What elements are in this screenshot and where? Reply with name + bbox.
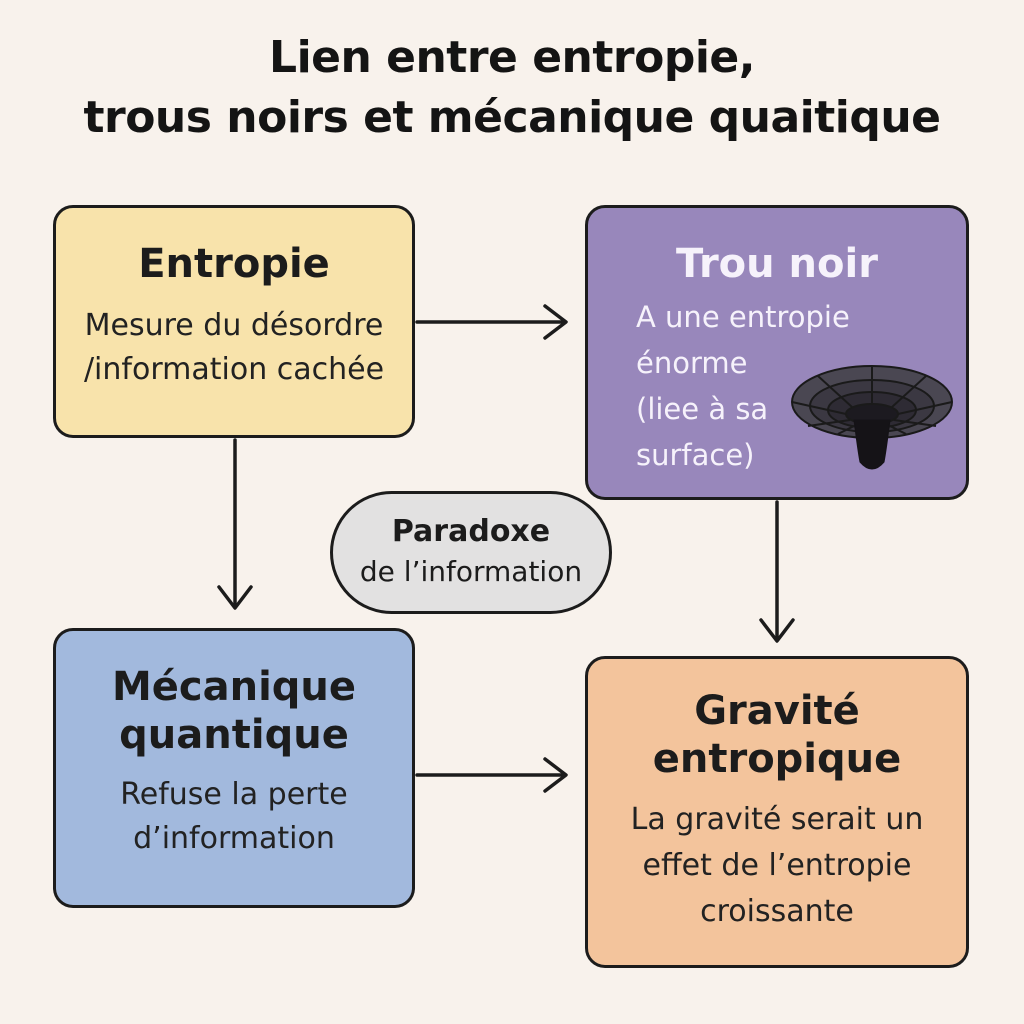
node-trou-noir-desc-line-4: surface) [636, 438, 755, 472]
arrow-trou-noir-to-gravite [759, 500, 795, 643]
node-mecanique-quantique: Mécanique quantique Refuse la perte d’in… [53, 628, 415, 908]
node-paradoxe-heading: Paradoxe [391, 514, 551, 549]
node-paradoxe-desc: de l’information [359, 555, 583, 588]
node-mecanique-heading-line-2: quantique [119, 712, 349, 758]
node-entropie-desc-line-1: Mesure du désordre [84, 308, 384, 343]
node-mecanique-heading-line-1: Mécanique [111, 664, 357, 710]
node-gravite-heading-line-2: entropique [652, 736, 902, 782]
node-entropie: Entropie Mesure du désordre /information… [53, 205, 415, 438]
node-gravite-desc-line-3: croissante [700, 894, 854, 929]
node-paradoxe: Paradoxe de l’information [330, 491, 612, 614]
node-trou-noir-heading: Trou noir [676, 241, 878, 287]
node-mecanique-desc: Refuse la perte d’information [56, 773, 412, 861]
arrow-entropie-to-trou-noir [415, 304, 568, 340]
node-trou-noir-desc-line-3: (liee à sa [636, 392, 769, 426]
node-entropie-heading: Entropie [138, 241, 330, 287]
node-mecanique-desc-line-1: Refuse la perte [120, 777, 348, 812]
node-mecanique-desc-line-2: d’information [133, 821, 335, 856]
node-entropie-desc-line-2: /information cachée [83, 352, 385, 387]
title-line-2: trous noirs et mécanique quaitique [83, 92, 941, 143]
arrow-mecanique-to-gravite [415, 757, 568, 793]
node-gravite-entropique: Gravité entropique La gravité serait un … [585, 656, 969, 968]
node-entropie-desc: Mesure du désordre /information cachée [56, 304, 412, 392]
node-trou-noir: Trou noir A une entropie énorme (liee à … [585, 205, 969, 500]
title-line-1: Lien entre entropie, [269, 32, 755, 83]
node-gravite-desc: La gravité serait un effet de l’entropie… [588, 797, 966, 935]
node-gravite-heading-line-1: Gravité [694, 688, 860, 734]
page-title: Lien entre entropie, trous noirs et méca… [0, 28, 1024, 148]
node-gravite-desc-line-2: effet de l’entropie [642, 848, 912, 883]
node-gravite-desc-line-1: La gravité serait un [630, 802, 924, 837]
node-trou-noir-desc: A une entropie énorme (liee à sa surface… [588, 294, 896, 478]
node-trou-noir-desc-line-1: A une entropie [636, 300, 850, 334]
arrow-entropie-to-mecanique [217, 438, 253, 610]
black-hole-icon [791, 365, 953, 470]
node-trou-noir-desc-line-2: énorme [636, 346, 748, 380]
